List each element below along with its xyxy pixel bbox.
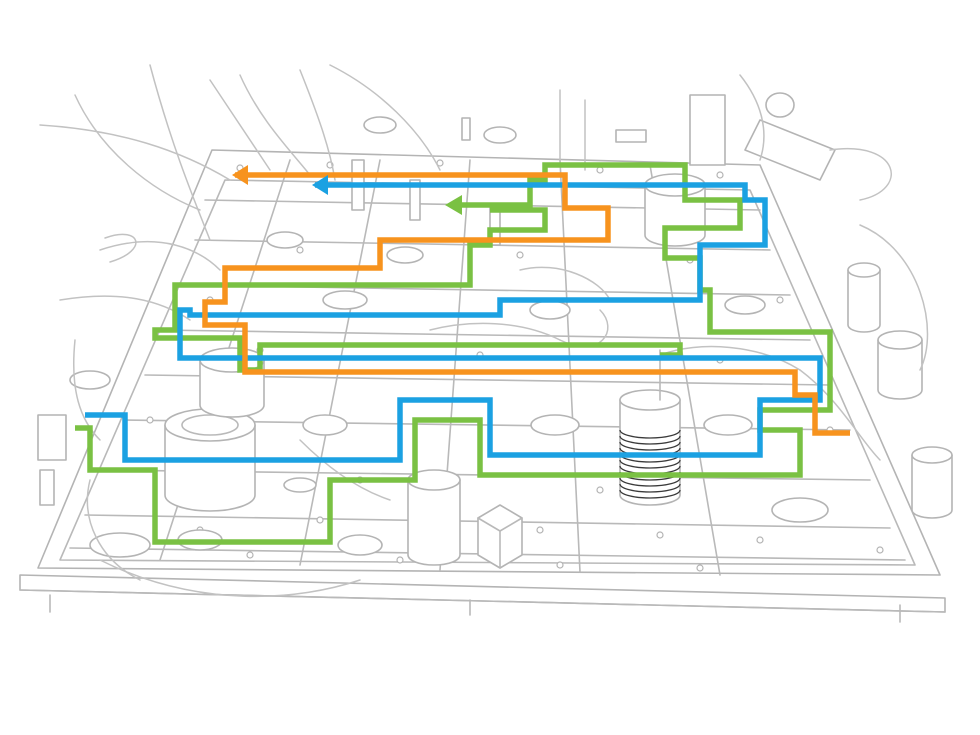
- flow-arrows: [232, 165, 462, 215]
- signal-path-blue: [85, 182, 823, 463]
- arrow-left-icon: [312, 175, 328, 195]
- orange-signal-path: [202, 172, 850, 436]
- arrow-left-icon: [445, 195, 462, 215]
- green-signal-path-upper: [152, 207, 683, 373]
- signal-path-green: [75, 162, 833, 545]
- base-plate: [19, 149, 946, 623]
- arrow-left-icon: [232, 165, 248, 185]
- signal-path-orange: [202, 172, 850, 436]
- blue-signal-path: [85, 182, 823, 463]
- green-signal-path: [75, 162, 833, 545]
- wires: [39, 64, 929, 598]
